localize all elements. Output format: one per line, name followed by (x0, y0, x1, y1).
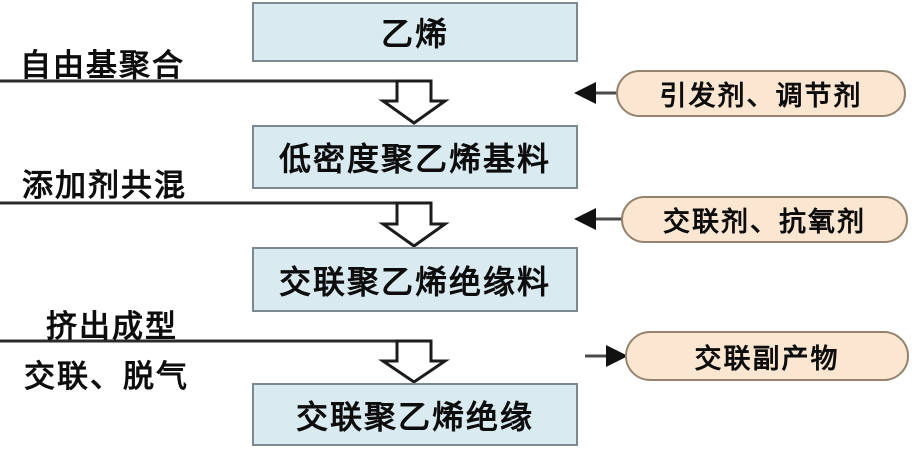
oval3-right-arrowhead-icon (606, 345, 628, 367)
down-arrow-3 (378, 339, 450, 384)
box-ldpe-base: 低密度聚乙烯基料 (252, 125, 578, 189)
oval2-left-arrowhead-icon (574, 208, 596, 230)
process-label-free-radical-polymerization: 自由基聚合 (20, 48, 185, 84)
oval-crosslinker-antioxidant: 交联剂、抗氧剂 (621, 196, 908, 243)
box-ethylene: 乙烯 (252, 2, 578, 62)
box-xlpe-insulation-material: 交联聚乙烯绝缘料 (252, 247, 578, 312)
down-arrow-1 (378, 79, 450, 125)
down-arrow-2 (378, 201, 450, 248)
process-label-crosslinking-degassing: 交联、脱气 (24, 359, 189, 395)
oval-crosslinking-byproducts: 交联副产物 (625, 331, 909, 381)
process-label-extrusion-molding: 挤出成型 (46, 309, 178, 345)
box-xlpe-insulation: 交联聚乙烯绝缘 (252, 383, 578, 446)
oval-initiator-regulator: 引发剂、调节剂 (616, 70, 906, 117)
oval1-left-arrowhead-icon (574, 82, 596, 104)
process-label-additive-blending: 添加剂共混 (22, 168, 187, 204)
